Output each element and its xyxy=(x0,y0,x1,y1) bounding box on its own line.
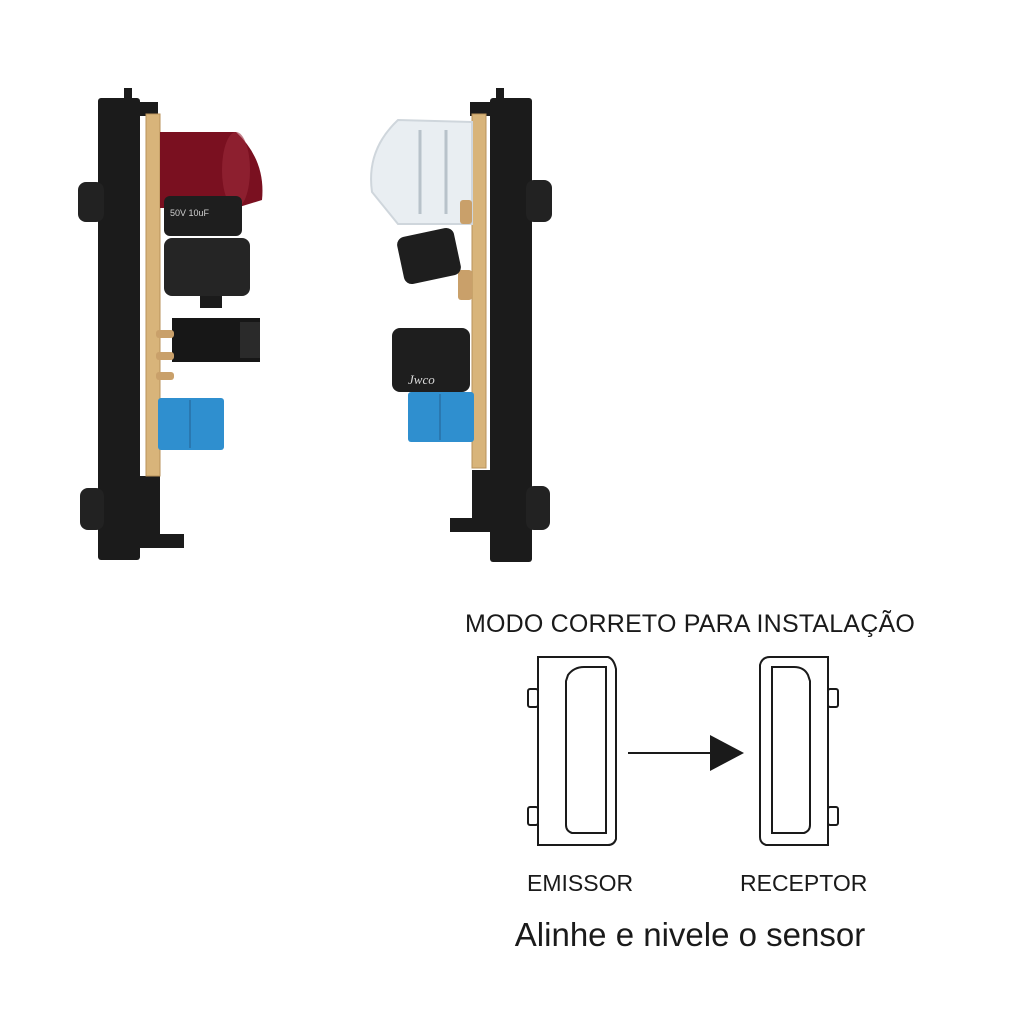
direction-arrow xyxy=(628,735,744,771)
product-photo: 50V 10uF Jwco xyxy=(78,88,552,562)
left-housing xyxy=(98,98,140,560)
right-capacitor-brand: Jwco xyxy=(408,372,435,387)
installation-diagram xyxy=(527,656,839,846)
right-pcb xyxy=(471,113,487,469)
alignment-instruction: Alinhe e nivele o sensor xyxy=(514,916,866,953)
emitter-outline xyxy=(527,656,617,846)
left-mount-knob-top xyxy=(78,182,104,222)
right-mount-knob-top xyxy=(526,180,552,222)
installation-title: MODO CORRETO PARA INSTALAÇÃO xyxy=(464,610,916,638)
right-sensor-module: Jwco xyxy=(370,88,552,562)
right-clear-lens xyxy=(370,118,473,225)
right-capacitor-1 xyxy=(397,227,461,285)
right-capacitor-2 xyxy=(392,328,470,392)
receiver-label: RECEPTOR xyxy=(740,870,868,896)
left-capacitor-1 xyxy=(164,196,242,236)
left-sensor-module: 50V 10uF xyxy=(78,88,263,560)
left-pcb xyxy=(145,113,161,477)
left-mount-knob-bottom xyxy=(80,488,104,530)
emitter-label: EMISSOR xyxy=(527,870,634,896)
left-capacitor-2 xyxy=(164,238,250,296)
receiver-outline xyxy=(759,656,839,846)
left-capacitor-marking: 50V 10uF xyxy=(170,208,210,218)
right-mount-knob-bottom xyxy=(526,486,550,530)
right-housing xyxy=(490,98,532,562)
